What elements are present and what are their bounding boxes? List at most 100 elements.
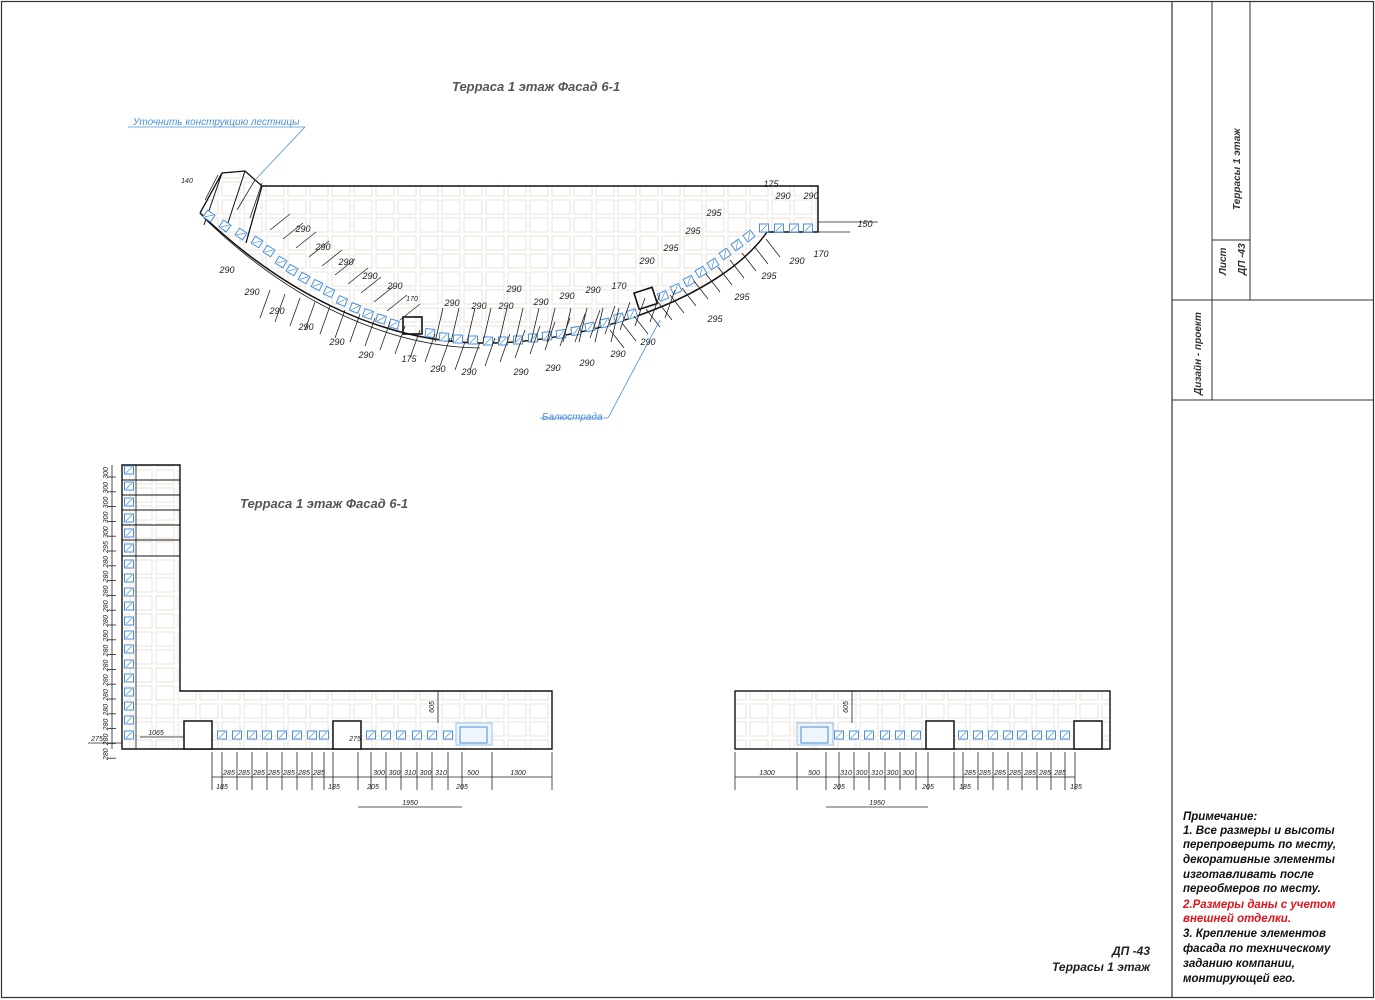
baluster (374, 313, 388, 325)
dimension-label: 290 (460, 367, 476, 377)
baluster (718, 247, 732, 261)
dimension-label: 205 (832, 784, 845, 791)
baluster (742, 229, 756, 243)
note-line: переобмеров по месту. (1183, 883, 1321, 895)
baluster (424, 328, 436, 338)
baluster (366, 730, 376, 740)
dimension-label: 285 (1023, 770, 1036, 777)
dimension-label: 290 (218, 265, 234, 275)
dimension-label: 295 (662, 243, 679, 253)
dimension-label: 175 (763, 179, 779, 189)
dimension-label: 300 (103, 511, 110, 523)
baluster (124, 573, 134, 583)
dimension-label: 290 (294, 224, 310, 234)
dimension-label: 1950 (402, 800, 418, 807)
baluster-row (834, 730, 1070, 740)
dimension-label: 300 (103, 526, 110, 538)
dimension-label: 285 (252, 770, 265, 777)
dimension-label: 1300 (510, 770, 526, 777)
baluster (895, 730, 905, 740)
baluster (1032, 730, 1042, 740)
dimension-label: 310 (840, 770, 852, 777)
baluster (849, 730, 859, 740)
dimension-label: 295 (705, 208, 722, 218)
baluster (1046, 730, 1056, 740)
baluster (218, 219, 232, 233)
dimension-label: 290 (532, 297, 548, 307)
dimension-label: 500 (467, 770, 479, 777)
dimension-label: 205 (921, 784, 934, 791)
dimension-label: 290 (361, 271, 377, 281)
baluster (443, 730, 453, 740)
dimension-label: 285 (993, 770, 1006, 777)
baluster (513, 335, 523, 345)
baluster (412, 730, 422, 740)
baluster (319, 730, 329, 740)
bottom-drawing-title: Терраса 1 этаж Фасад 6-1 (240, 496, 408, 511)
baluster (911, 730, 921, 740)
callout-stairs-text: Уточнить конструкцию лестницы (132, 117, 300, 128)
baluster (124, 630, 134, 640)
baluster (694, 265, 708, 279)
dimension-label: 285 (978, 770, 991, 777)
dimension-label: 280 (103, 689, 110, 702)
dimension-label: 280 (103, 719, 110, 732)
note-line: монтирующей его. (1183, 973, 1295, 985)
dimension-label: 605 (843, 701, 850, 713)
dimension-label: 280 (103, 674, 110, 687)
baluster-row (124, 465, 453, 740)
dimension-label: 285 (267, 770, 280, 777)
top-drawing-title: Терраса 1 этаж Фасад 6-1 (452, 79, 620, 94)
dimension-label: 295 (706, 314, 723, 324)
baluster (759, 223, 769, 233)
baluster (262, 244, 276, 258)
title-block: Террасы 1 этаж Лист ДП -43 Дизайн - прое… (1171, 2, 1373, 998)
baluster (584, 321, 596, 333)
baluster (310, 278, 324, 292)
dimension-label: 300 (902, 770, 914, 777)
dimension-label: 300 (103, 482, 110, 494)
dimension-label: 175 (401, 354, 417, 364)
baluster (348, 302, 362, 314)
dimension-label: 295 (760, 271, 777, 281)
baluster (250, 235, 264, 249)
dimension-label: 280 (103, 585, 110, 598)
baluster (124, 528, 134, 538)
baluster (234, 227, 248, 241)
dimension-label: 290 (337, 257, 353, 267)
dimension-label: 285 (282, 770, 295, 777)
baluster (864, 730, 874, 740)
baluster (285, 263, 299, 277)
callout-stairs: Уточнить конструкцию лестницы (128, 117, 306, 181)
notes-block: Примечание: 1. Все размеры и высоты пере… (1182, 811, 1336, 985)
baluster (1017, 730, 1027, 740)
baluster (262, 730, 272, 740)
stamp-title: Террасы 1 этаж (1052, 960, 1151, 974)
planter-block (455, 722, 493, 746)
notes-header: Примечание: (1183, 811, 1257, 823)
dimension-label: 280 (103, 704, 110, 717)
dimension-label: 1950 (869, 800, 885, 807)
dimension-label: 290 (638, 256, 654, 266)
dimension-label: 280 (103, 615, 110, 628)
baluster (124, 497, 134, 507)
baluster (232, 730, 242, 740)
dimension-label: 290 (512, 367, 528, 377)
dimension-label: 150 (857, 219, 872, 229)
dimension-label: 290 (788, 256, 804, 266)
baluster (124, 701, 134, 711)
dimension-label: 290 (639, 337, 655, 347)
baluster (1060, 730, 1070, 740)
dimension-label: 290 (268, 306, 284, 316)
dimension-label: 310 (435, 770, 447, 777)
note-line: заданию компании, (1183, 958, 1295, 970)
baluster (789, 223, 799, 233)
baluster (438, 332, 450, 342)
dimension-label: 310 (871, 770, 883, 777)
baluster (730, 238, 744, 252)
baluster-row (202, 209, 813, 346)
